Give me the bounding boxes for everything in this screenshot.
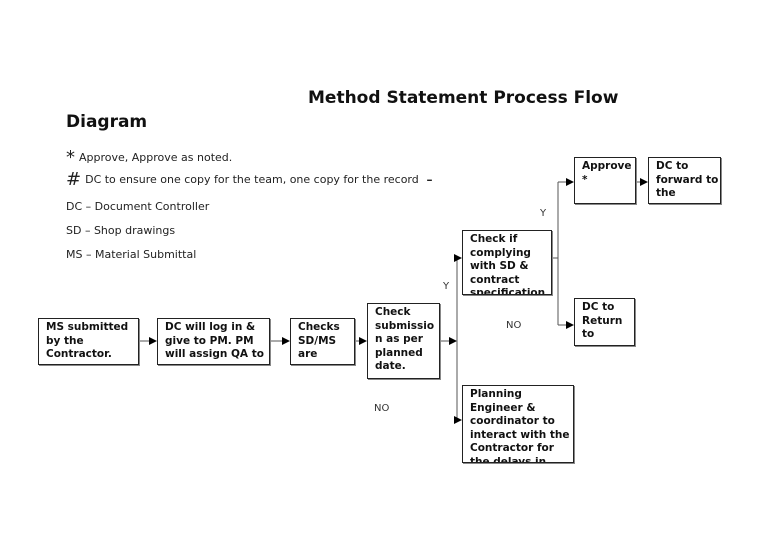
note-approve-text: Approve, Approve as noted. [79,151,233,164]
note-dc: DC – Document Controller [66,200,210,213]
note-copy-text: DC to ensure one copy for the team, one … [85,173,419,186]
note-ms: MS – Material Submittal [66,248,197,261]
box-check-submission: Check submissio n as per planned date. [367,303,440,379]
hash-symbol: # [66,169,82,190]
label-no-2: NO [506,320,522,331]
box-planning: Planning Engineer & coordinator to inter… [462,385,574,463]
note-copy: #DC to ensure one copy for the team, one… [66,169,437,190]
box-checks: Checks SD/MS are [290,318,355,365]
box-dc-log: DC will log in & give to PM. PM will ass… [157,318,270,365]
asterisk-symbol: * [66,147,75,168]
label-yes-1: Y [443,281,450,292]
note-sd: SD – Shop drawings [66,224,176,237]
label-yes-2: Y [540,208,547,219]
title-line-1: Method Statement Process Flow [308,88,619,108]
title-line-2: Diagram [66,112,148,132]
box-check-complying: Check if complying with SD & contract sp… [462,230,552,295]
box-approve: Approve * [574,157,636,204]
box-ms-submitted: MS submitted by the Contractor. [38,318,139,365]
box-dc-forward: DC to forward to the [648,157,721,204]
note-approve: * Approve, Approve as noted. [66,147,232,168]
note-dash: - [426,169,433,190]
box-dc-return: DC to Return to [574,298,635,346]
label-no-1: NO [374,403,390,414]
